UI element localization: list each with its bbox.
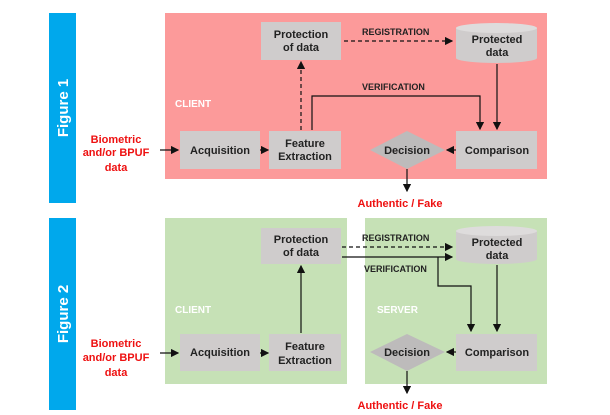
svg-text:data: data — [105, 367, 129, 379]
svg-text:Feature: Feature — [285, 341, 325, 353]
svg-text:Comparison: Comparison — [465, 347, 529, 359]
svg-text:Protection: Protection — [274, 234, 329, 246]
comparison-box — [456, 334, 537, 371]
registration-label: REGISTRATION — [362, 233, 429, 243]
acquisition-label: Acquisition — [190, 145, 250, 157]
figure-2-title: Figure 2 — [55, 285, 72, 343]
output-label: Authentic / Fake — [358, 198, 443, 210]
svg-text:Decision: Decision — [384, 347, 430, 359]
figure-2: Figure 2 CLIENT SERVER Biometric and/or … — [49, 218, 547, 412]
svg-text:Biometric: Biometric — [91, 338, 142, 350]
figure-1-bar — [49, 13, 76, 203]
input-label: Biometric and/or BPUF data — [83, 338, 150, 379]
figure-2-bar — [49, 218, 76, 410]
feature-extraction-box — [269, 131, 341, 169]
svg-text:and/or BPUF: and/or BPUF — [83, 147, 150, 159]
output-label: Authentic / Fake — [358, 400, 443, 412]
svg-text:Extraction: Extraction — [278, 151, 332, 163]
protection-box — [261, 228, 341, 264]
svg-text:Protected: Protected — [472, 34, 523, 46]
registration-label: REGISTRATION — [362, 27, 429, 37]
feature-extraction-box — [269, 334, 341, 371]
svg-text:Biometric: Biometric — [91, 134, 142, 146]
svg-text:data: data — [486, 47, 510, 59]
figure-1-title: Figure 1 — [55, 79, 72, 137]
svg-text:Extraction: Extraction — [278, 355, 332, 367]
svg-text:and/or BPUF: and/or BPUF — [83, 352, 150, 364]
decision-diamond — [370, 131, 445, 169]
verification-label: VERIFICATION — [362, 82, 425, 92]
verification-label: VERIFICATION — [364, 264, 427, 274]
svg-text:Comparison: Comparison — [465, 145, 529, 157]
svg-text:data: data — [486, 250, 510, 262]
figure-1: Figure 1 CLIENT Biometric and/or BPUF da… — [49, 13, 547, 210]
protected-data-cylinder — [456, 23, 537, 63]
protection-box — [261, 22, 341, 60]
decision-diamond — [370, 334, 445, 371]
svg-text:Decision: Decision — [384, 145, 430, 157]
protected-data-cylinder — [456, 226, 537, 264]
svg-text:Protected: Protected — [472, 237, 523, 249]
svg-text:of data: of data — [283, 42, 320, 54]
svg-text:Protection: Protection — [274, 29, 329, 41]
svg-text:data: data — [105, 162, 129, 174]
svg-text:Feature: Feature — [285, 138, 325, 150]
acquisition-box — [180, 131, 260, 169]
svg-text:Acquisition: Acquisition — [190, 347, 250, 359]
client-label: CLIENT — [175, 99, 211, 110]
svg-text:of data: of data — [283, 247, 320, 259]
server-label: SERVER — [377, 305, 419, 316]
input-label: Biometric and/or BPUF data — [83, 134, 150, 174]
client-label: CLIENT — [175, 305, 211, 316]
comparison-box — [456, 131, 537, 169]
acquisition-box — [180, 334, 260, 371]
